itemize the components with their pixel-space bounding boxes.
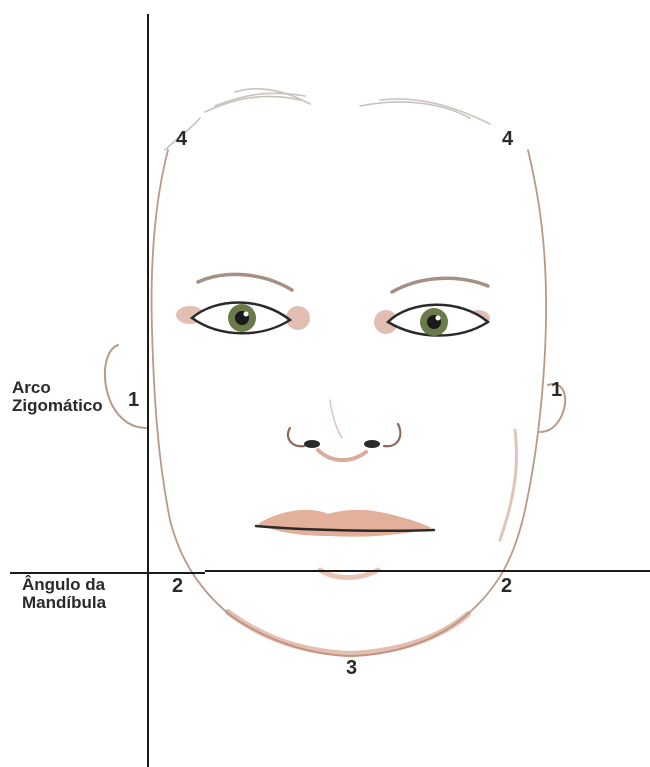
marker-forehead-left: 4 xyxy=(176,129,187,150)
marker-jaw-right: 2 xyxy=(501,576,512,597)
mouth xyxy=(256,510,434,578)
right-eye xyxy=(388,305,488,336)
angulo-label-line2: Mandíbula xyxy=(22,594,106,612)
marker-zygomatic-left: 1 xyxy=(128,390,139,411)
marker-jaw-left: 2 xyxy=(172,576,183,597)
jaw-shading xyxy=(228,430,517,654)
arco-label-line1: Arco xyxy=(12,379,103,397)
ears xyxy=(105,345,565,432)
nose xyxy=(288,400,400,460)
marker-zygomatic-right: 1 xyxy=(551,380,562,401)
arco-zigomatico-label: Arco Zigomático xyxy=(12,379,103,415)
left-eye xyxy=(192,303,290,334)
marker-forehead-right: 4 xyxy=(502,129,513,150)
angulo-mandibula-label: Ângulo da Mandíbula xyxy=(22,576,106,612)
angulo-label-line1: Ângulo da xyxy=(22,576,106,594)
hair-strands xyxy=(165,89,490,150)
eyebrows xyxy=(198,274,488,292)
face-outline xyxy=(152,150,547,656)
marker-chin: 3 xyxy=(346,658,357,679)
arco-label-line2: Zigomático xyxy=(12,397,103,415)
